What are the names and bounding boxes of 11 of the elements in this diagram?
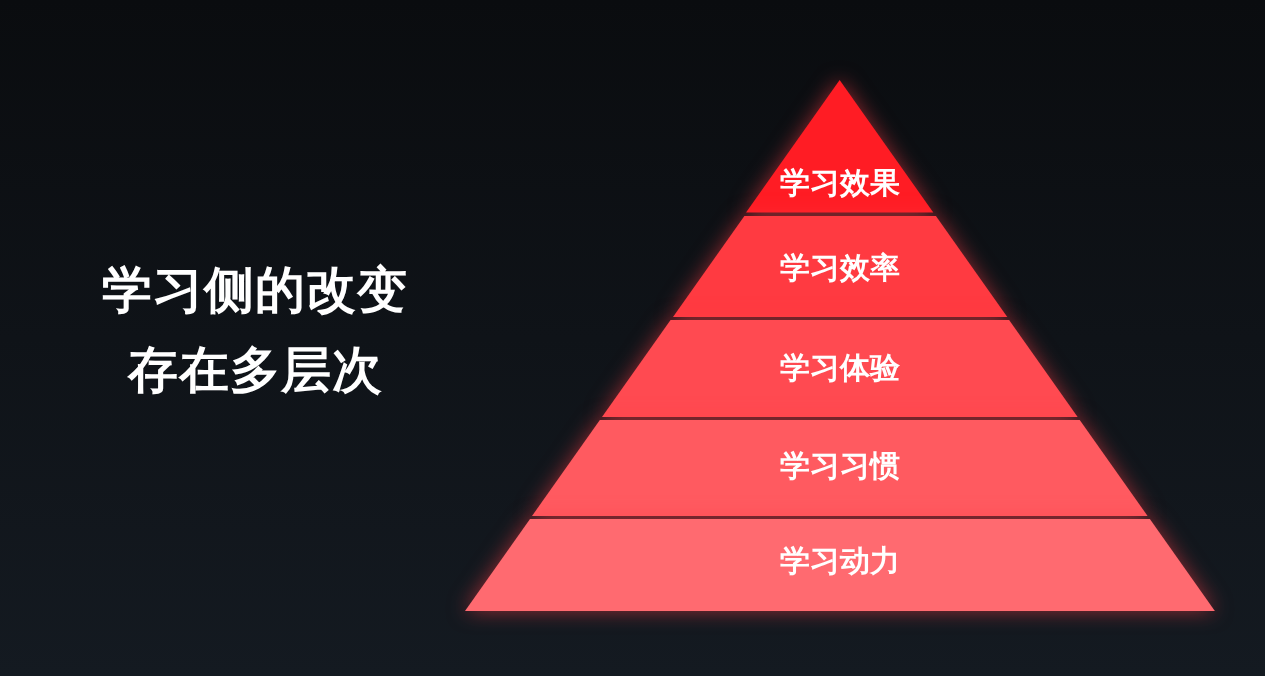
tier-label: 学习习惯 xyxy=(779,448,901,484)
pyramid-tier xyxy=(746,80,934,213)
pyramid-tier xyxy=(672,215,1008,317)
pyramid-tier xyxy=(532,419,1148,516)
tier-label: 学习动力 xyxy=(779,543,901,579)
pyramid-tier xyxy=(465,518,1215,611)
pyramid-tier xyxy=(602,319,1078,417)
tier-label: 学习效果 xyxy=(779,165,901,201)
tier-label: 学习体验 xyxy=(779,350,901,386)
tier-label: 学习效率 xyxy=(779,250,901,286)
slide-title: 学习侧的改变存在多层次 xyxy=(101,260,409,401)
